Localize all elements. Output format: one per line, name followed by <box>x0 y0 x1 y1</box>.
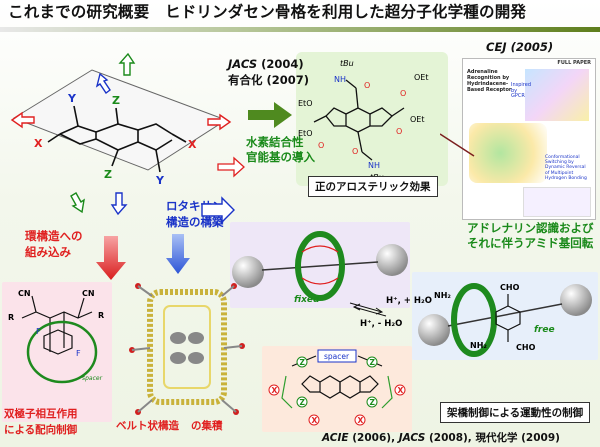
spacer-z-1: Z <box>300 358 306 367</box>
reaction-backward: H⁺, - H₂O <box>360 319 403 329</box>
top-label-eto-2: EtO <box>298 129 313 138</box>
ring-line2: 組み込み <box>25 245 71 259</box>
cej-paper-header: FULL PAPER <box>557 60 591 66</box>
arrow-down-right-icon <box>110 192 128 216</box>
fixed-label: fixed <box>294 295 320 305</box>
free-label-nh2-2: NH₂ <box>470 341 487 350</box>
rotaxane-free-panel <box>412 272 598 360</box>
bottom-left-panel <box>2 282 112 422</box>
ref-jacs-journal: JACS <box>228 57 258 71</box>
rotaxane-fixed: fixed <box>232 231 408 305</box>
center-label-y1: Y <box>67 92 77 105</box>
free-label-cho-2: CHO <box>516 343 536 352</box>
belt-structure-image <box>129 283 245 415</box>
bl-label-cn-2: CN <box>82 289 95 298</box>
bipolar-line1: 双極子相互作用 <box>4 408 78 420</box>
equilibrium-arrows-icon <box>349 302 387 317</box>
spacer-x-1: X <box>272 386 278 395</box>
ref-jacs-2008-year: (2008), <box>425 432 476 444</box>
top-label-eto-1: EtO <box>298 99 313 108</box>
ref-jacs-2004: JACS (2004) <box>228 57 304 71</box>
ref-acie: ACIE <box>322 432 349 444</box>
spacer-struct: spacer Z Z Z Z X X X X <box>268 349 406 426</box>
free-label-cho-1: CHO <box>500 283 520 292</box>
arrow-left-icon <box>10 111 35 129</box>
arrow-right-icon <box>207 113 232 131</box>
center-label-z2: Z <box>104 168 112 181</box>
bl-label-f-2: F <box>76 349 81 358</box>
ref-yugouka-2007: 有合化 (2007) <box>228 73 310 87</box>
spacer-z-3: Z <box>300 398 306 407</box>
center-molecule: Y Y Z Z X X <box>10 52 232 216</box>
rotaxane-down-arrow-icon <box>166 234 190 274</box>
top-label-o-4: O <box>396 127 402 136</box>
bl-label-r-2: R <box>98 311 104 320</box>
refs-bottom: ACIE (2006), JACS (2008), 現代化学 (2009) <box>322 432 560 444</box>
free-label-nh2-1: NH₂ <box>434 291 451 300</box>
title-underline <box>0 27 600 32</box>
reaction-forward: H⁺, + H₂O <box>386 296 432 306</box>
spacer-x-4: X <box>358 416 364 425</box>
spacer-label: spacer <box>324 352 350 361</box>
top-label-o-1: O <box>364 81 370 90</box>
ring-line1: 環構造への <box>25 229 83 243</box>
top-label-nh-2: NH <box>368 161 380 170</box>
top-struct: tBu NH O OEt O EtO EtO O O OEt O NH tBu <box>298 59 429 182</box>
bl-label-spacer: spacer <box>82 375 103 382</box>
bl-label-cn-1: CN <box>18 289 31 298</box>
top-label-oet-2: OEt <box>410 115 425 124</box>
rotaxane-line2: 構造の構築 <box>166 215 224 229</box>
allosteric-box: 正のアロステリック効果 <box>308 176 438 197</box>
bridge-box: 架橋制御による運動性の制御 <box>440 402 591 423</box>
belt-text: ベルト状構造 <box>116 420 179 432</box>
adrenaline-line2: それに伴うアミド基回転 <box>467 236 594 250</box>
center-label-z1: Z <box>112 94 120 107</box>
spacer-z-4: Z <box>370 398 376 407</box>
arrow-up-left-icon <box>95 72 111 95</box>
cej-label: CEJ (2005) <box>486 40 554 54</box>
free-label: free <box>534 325 555 335</box>
cej-figure-receptor <box>525 69 589 121</box>
cej-paper-image: FULL PAPER Adrenaline Recognition by Hyd… <box>462 58 596 220</box>
bottom-left-struct: CN CN R R F F spacer <box>8 289 104 384</box>
cej-connector <box>440 133 475 157</box>
ring-down-arrow-icon <box>96 236 126 280</box>
spacer-x-2: X <box>398 386 404 395</box>
hbond-line1: 水素結合性 <box>246 135 304 149</box>
top-label-o-5: O <box>352 147 358 156</box>
bipolar-line2: による配向制御 <box>4 424 78 436</box>
cej-note1: Inspired by GPCR <box>511 82 532 99</box>
top-label-o-2: O <box>400 89 406 98</box>
belt-caption: ベルト状構造の集積 <box>116 420 223 432</box>
center-label-y2: Y <box>155 174 165 187</box>
bl-label-f-1: F <box>36 327 41 336</box>
cej-figure-switch <box>523 187 591 217</box>
hbond-line2: 官能基の導入 <box>246 150 315 164</box>
cej-note2: Conformational Switching by Dynamic Reve… <box>545 155 587 181</box>
green-arrow-icon <box>248 102 292 128</box>
arrow-up-right-icon <box>118 52 136 76</box>
center-label-x1: X <box>34 137 43 150</box>
top-label-oet-1: OEt <box>414 73 429 82</box>
top-label-tbu-1: tBu <box>340 59 354 68</box>
center-label-x2: X <box>188 138 197 151</box>
cej-figure-complex <box>469 123 547 183</box>
arrow-down-left-icon <box>70 192 85 214</box>
ref-gendai: 現代化学 (2009) <box>475 432 560 444</box>
rotaxane-right-arrow-icon <box>201 196 235 224</box>
adrenaline-line1: アドレナリン認識および <box>467 221 594 235</box>
spacer-x-3: X <box>312 416 318 425</box>
hbond-arrow-icon <box>217 156 245 178</box>
bl-label-r-1: R <box>8 313 14 322</box>
rotaxane-free: NH₂ CHO NH₂ CHO free <box>418 283 592 357</box>
top-label-nh-1: NH <box>334 75 346 84</box>
cej-paper-title: Adrenaline Recognition by Hydrindacene-B… <box>467 69 512 93</box>
page-title: これまでの研究概要 ヒドリンダセン骨格を利用した超分子化学種の開発 <box>8 3 527 21</box>
ref-jacs-year: (2004) <box>257 57 304 71</box>
spacer-z-2: Z <box>370 358 376 367</box>
ref-jacs-2008: JACS <box>398 432 426 444</box>
ref-acie-year: (2006), <box>348 432 399 444</box>
belt-suffix: の集積 <box>191 420 223 432</box>
top-label-o-3: O <box>318 141 324 150</box>
